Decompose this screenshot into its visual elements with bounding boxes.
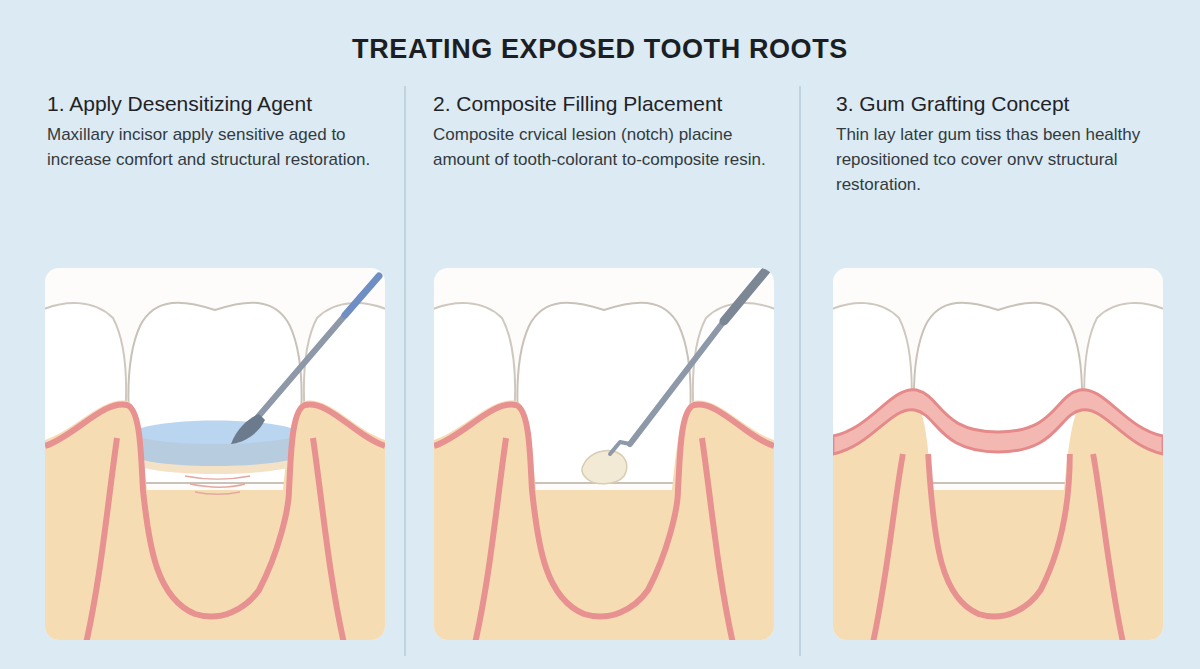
tooth-illustration [433, 268, 775, 640]
step-description: Maxillary incisor apply sensitive aged t… [47, 122, 387, 172]
instrument-handle [724, 268, 768, 321]
side-root-outline [85, 438, 345, 640]
step-heading: 2. Composite Filling Placement [433, 90, 781, 118]
step-description: Composite crvical lesion (notch) placine… [433, 122, 781, 172]
teeth-scene [833, 303, 1163, 640]
step-panel: 3. Gum Grafting ConceptThin lay later gu… [836, 90, 1171, 197]
gum-graft [833, 390, 1163, 454]
diagram-title: TREATING EXPOSED TOOTH ROOTS [0, 34, 1200, 65]
step-panel: 2. Composite Filling PlacementComposite … [433, 90, 781, 172]
step-heading: 1. Apply Desensitizing Agent [47, 90, 387, 118]
sensitivity-lines [185, 476, 250, 494]
side-root-outline [474, 438, 734, 640]
step-heading: 3. Gum Grafting Concept [836, 90, 1171, 118]
applicator-brush [231, 414, 265, 444]
divider-line [404, 86, 406, 656]
divider-line [799, 86, 801, 656]
side-root-outline [872, 454, 1124, 640]
desensitizing-agent [141, 421, 291, 467]
step-description: Thin lay later gum tiss thas been health… [836, 122, 1171, 197]
instrument-tip [610, 442, 630, 454]
root-outline [928, 454, 1070, 617]
composite-filling [582, 451, 627, 484]
instrument-shaft [630, 308, 734, 444]
teeth-scene [434, 268, 774, 640]
tooth-illustration [45, 268, 385, 640]
incisor-crown [914, 303, 1082, 483]
applicator-grip [345, 276, 379, 315]
incisor-crown [517, 303, 690, 483]
tooth-illustration [833, 268, 1163, 640]
step-panel: 1. Apply Desensitizing AgentMaxillary in… [47, 90, 387, 172]
teeth-scene [45, 276, 385, 640]
